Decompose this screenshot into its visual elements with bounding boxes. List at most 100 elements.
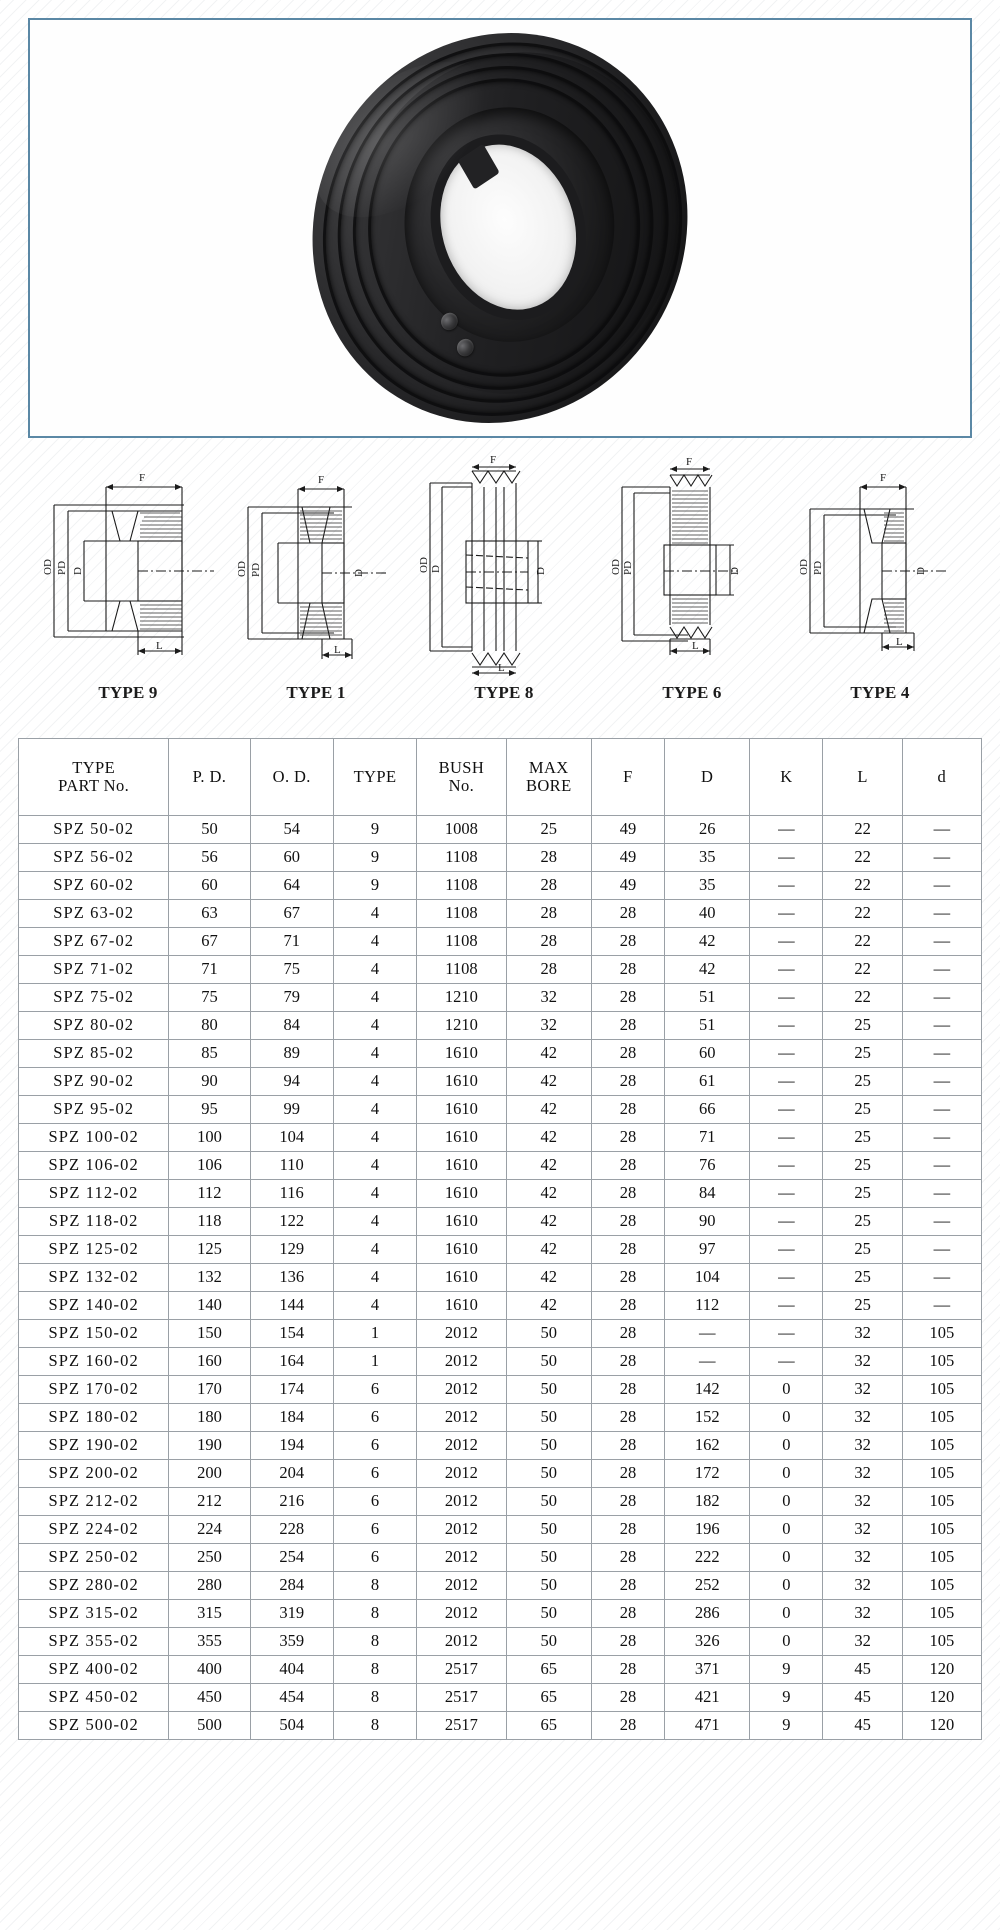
cell-d: 252 xyxy=(664,1571,751,1600)
cell-bush-no: 1610 xyxy=(416,1151,507,1180)
cell-bush-no: 2012 xyxy=(416,1599,507,1628)
cell-f: 28 xyxy=(590,1179,666,1208)
cell-max-bore: 50 xyxy=(505,1431,592,1460)
cell-f: 28 xyxy=(590,1207,666,1236)
cell-d: 112 xyxy=(664,1291,751,1320)
cell-d-small: — xyxy=(901,983,983,1012)
cell-l: 22 xyxy=(822,815,903,844)
cell-pd: 224 xyxy=(168,1515,251,1544)
cell-type: 8 xyxy=(332,1571,418,1600)
cell-l: 22 xyxy=(822,927,903,956)
cell-l: 25 xyxy=(822,1067,903,1096)
cell-f: 28 xyxy=(590,1095,666,1124)
dim-label-od: OD xyxy=(610,559,622,575)
cell-part-no: SPZ 67-02 xyxy=(17,927,170,956)
cell-bush-no: 1610 xyxy=(416,1291,507,1320)
cell-type: 4 xyxy=(332,1151,418,1180)
cell-part-no: SPZ 315-02 xyxy=(17,1599,170,1628)
col-header-f: F xyxy=(590,738,666,816)
cell-k: — xyxy=(749,1291,824,1320)
cell-pd: 200 xyxy=(168,1459,251,1488)
type-diagram-strip: F OD PD D L TYPE 9 xyxy=(28,455,972,720)
cell-part-no: SPZ 50-02 xyxy=(17,815,170,844)
cell-bush-no: 2012 xyxy=(416,1403,507,1432)
cell-l: 22 xyxy=(822,871,903,900)
cell-bush-no: 1108 xyxy=(416,843,507,872)
cell-l: 22 xyxy=(822,983,903,1012)
cell-f: 28 xyxy=(590,1151,666,1180)
cell-f: 28 xyxy=(590,1711,666,1740)
cell-l: 32 xyxy=(822,1599,903,1628)
cell-od: 64 xyxy=(249,871,334,900)
cell-type: 4 xyxy=(332,983,418,1012)
cell-d-small: 105 xyxy=(901,1459,983,1488)
cell-type: 4 xyxy=(332,1095,418,1124)
cell-d-small: — xyxy=(901,1011,983,1040)
cell-type: 9 xyxy=(332,871,418,900)
cell-l: 32 xyxy=(822,1515,903,1544)
cell-d: 60 xyxy=(664,1039,751,1068)
diagram-type-4: F OD PD D L TYPE 4 xyxy=(786,455,974,720)
cell-k: — xyxy=(749,1347,824,1376)
cell-f: 28 xyxy=(590,1319,666,1348)
cell-type: 4 xyxy=(332,955,418,984)
cell-d-small: — xyxy=(901,955,983,984)
cell-d-small: 105 xyxy=(901,1627,983,1656)
cell-type: 9 xyxy=(332,815,418,844)
cell-d-small: 105 xyxy=(901,1599,983,1628)
cell-f: 28 xyxy=(590,1655,666,1684)
cell-f: 28 xyxy=(590,1123,666,1152)
cell-f: 49 xyxy=(590,815,666,844)
dim-label-od: OD xyxy=(236,561,248,577)
cell-bush-no: 1108 xyxy=(416,955,507,984)
cell-od: 164 xyxy=(249,1347,334,1376)
cell-d-small: 105 xyxy=(901,1543,983,1572)
cell-f: 28 xyxy=(590,1011,666,1040)
cell-bush-no: 1108 xyxy=(416,871,507,900)
cell-d: 142 xyxy=(664,1375,751,1404)
cell-k: — xyxy=(749,1319,824,1348)
cell-max-bore: 28 xyxy=(505,899,592,928)
cell-d-small: — xyxy=(901,1235,983,1264)
cell-k: — xyxy=(749,1263,824,1292)
cell-type: 4 xyxy=(332,899,418,928)
cell-k: 0 xyxy=(749,1375,824,1404)
cell-f: 28 xyxy=(590,899,666,928)
cell-d: 286 xyxy=(664,1599,751,1628)
cell-max-bore: 50 xyxy=(505,1375,592,1404)
cell-part-no: SPZ 190-02 xyxy=(17,1431,170,1460)
cell-max-bore: 28 xyxy=(505,927,592,956)
cell-type: 6 xyxy=(332,1403,418,1432)
cell-d: — xyxy=(664,1319,751,1348)
cell-d: 42 xyxy=(664,955,751,984)
cell-od: 194 xyxy=(249,1431,334,1460)
cell-k: — xyxy=(749,899,824,928)
cell-bush-no: 1610 xyxy=(416,1207,507,1236)
cell-type: 4 xyxy=(332,927,418,956)
pulley-illustration xyxy=(244,20,757,436)
cell-od: 284 xyxy=(249,1571,334,1600)
cell-d: 104 xyxy=(664,1263,751,1292)
cell-part-no: SPZ 140-02 xyxy=(17,1291,170,1320)
cell-bush-no: 1210 xyxy=(416,1011,507,1040)
cell-bush-no: 2517 xyxy=(416,1711,507,1740)
cell-d: 182 xyxy=(664,1487,751,1516)
cell-l: 25 xyxy=(822,1011,903,1040)
cell-pd: 90 xyxy=(168,1067,251,1096)
cell-f: 28 xyxy=(590,1235,666,1264)
dim-label-l: L xyxy=(896,636,903,648)
cell-max-bore: 65 xyxy=(505,1683,592,1712)
cell-type: 9 xyxy=(332,843,418,872)
col-header-pd: P. D. xyxy=(168,738,251,816)
cell-k: 9 xyxy=(749,1711,824,1740)
dim-label-pd: PD xyxy=(812,561,824,575)
